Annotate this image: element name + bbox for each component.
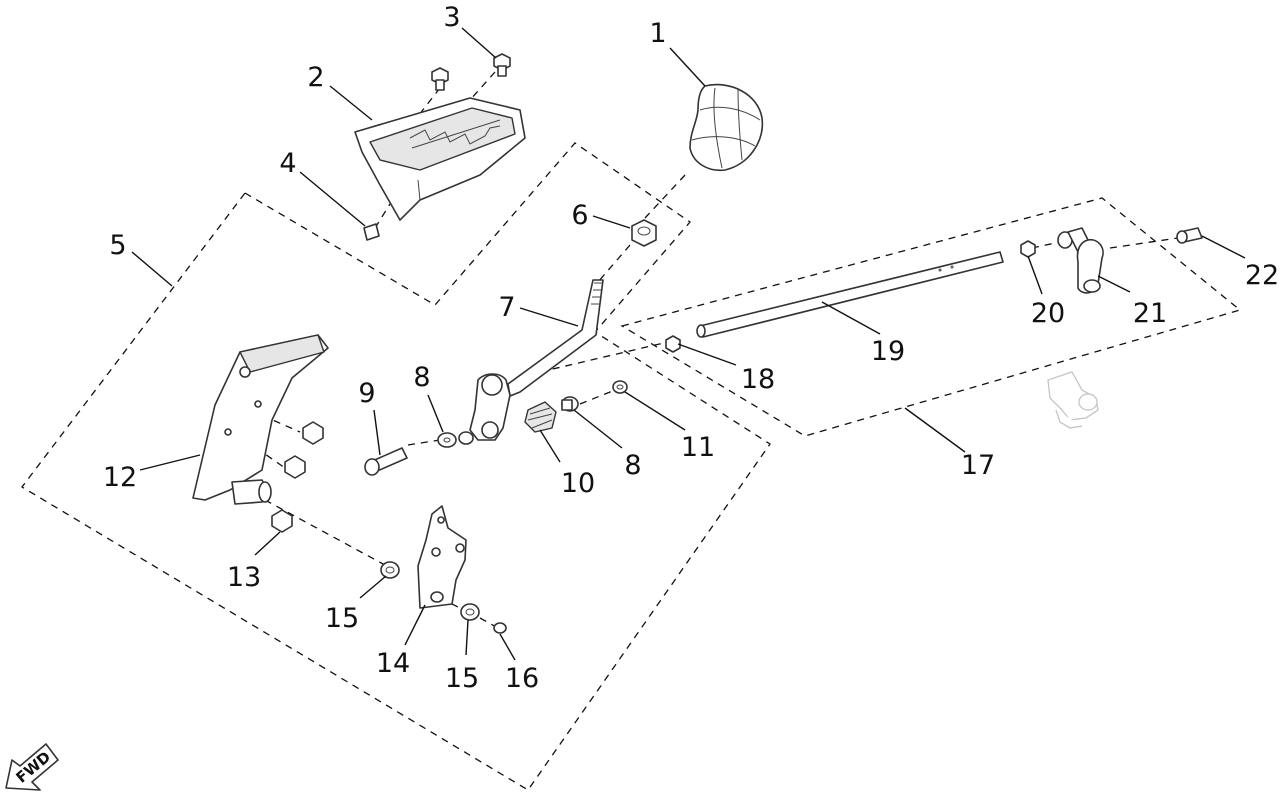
callout-1: 1: [649, 18, 666, 49]
leader-16: [499, 633, 516, 661]
leader-15a: [359, 575, 387, 599]
callout-18: 18: [741, 364, 775, 395]
callout-2: 2: [307, 62, 324, 93]
callout-15b: 15: [445, 663, 479, 694]
leader-12: [139, 454, 201, 471]
link-line-knob: [644, 174, 686, 219]
bushing-part-15b: [460, 603, 480, 621]
callout-9: 9: [358, 378, 375, 409]
leader-13: [254, 531, 281, 556]
link-line-bolt22: [1109, 237, 1179, 249]
leader-1: [669, 47, 706, 87]
leader-17: [904, 407, 966, 453]
leader-18: [677, 343, 737, 366]
callout-10: 10: [561, 468, 595, 499]
callout-4: 4: [279, 148, 296, 179]
callout-8b: 8: [624, 450, 641, 481]
leader-2: [329, 85, 373, 121]
shift-arm-part-21: [1057, 227, 1104, 294]
nut-part-20: [1020, 240, 1036, 258]
nut-part-18: [665, 335, 681, 353]
fwd-arrow-icon: FWD: [5, 743, 59, 791]
shift-knob-part: [689, 83, 764, 172]
bushing-part-8-right: [561, 396, 579, 412]
callout-13: 13: [227, 562, 261, 593]
bolt-part-12a: [302, 421, 324, 445]
leader-7: [519, 307, 579, 327]
callout-15a: 15: [325, 603, 359, 634]
pin-part-4: [363, 223, 380, 241]
link-line-bolts12: [249, 409, 301, 433]
washer-part-8-left: [437, 432, 457, 448]
leader-6: [592, 215, 631, 229]
leader-8a: [427, 394, 444, 433]
shift-lever-part: [469, 279, 604, 441]
mounting-bracket-part-12: [192, 334, 329, 505]
callout-14: 14: [376, 648, 410, 679]
callout-21: 21: [1133, 298, 1167, 329]
bolt-part-22: [1176, 227, 1203, 244]
callout-20: 20: [1031, 298, 1065, 329]
leader-15b: [465, 619, 469, 656]
bolt-part-12b: [284, 455, 306, 479]
leader-19: [821, 301, 881, 335]
bolt-part-3: [493, 53, 511, 77]
callout-7: 7: [498, 292, 515, 323]
leader-9: [373, 409, 381, 456]
callout-19: 19: [871, 336, 905, 367]
leader-11: [624, 391, 686, 431]
callout-5: 5: [109, 230, 126, 261]
plate-bracket-part-14: [417, 505, 467, 609]
leader-22: [1201, 235, 1246, 259]
shift-rod-part-19: [696, 251, 1004, 338]
callout-11: 11: [681, 432, 715, 463]
link-line-nut6: [597, 244, 631, 283]
link-line-bolts12b: [244, 439, 286, 469]
leader-8b: [573, 409, 623, 449]
bolt-part-13: [271, 509, 293, 533]
bushing-part-15a: [380, 561, 400, 579]
pin-part-9: [364, 447, 408, 476]
callout-16: 16: [505, 663, 539, 694]
washer-part-16: [493, 622, 507, 634]
leader-14: [404, 604, 426, 646]
assembly-17-boundary: [620, 197, 1242, 437]
leader-10: [539, 429, 561, 463]
washer-part-11: [612, 380, 628, 394]
callout-17: 17: [961, 450, 995, 481]
ghost-reference-part: [1047, 371, 1099, 429]
callout-22: 22: [1245, 260, 1279, 291]
damper-part-10: [524, 401, 557, 433]
link-line-axle: [264, 499, 386, 566]
shift-gate-cover-part: [354, 97, 526, 221]
link-line-rod: [539, 341, 669, 373]
leader-4: [299, 171, 366, 227]
link-line-nut20: [1031, 241, 1061, 249]
link-line-bolt2: [414, 87, 441, 121]
callout-8a: 8: [413, 362, 430, 393]
bolt-part-2: [431, 67, 449, 91]
link-line-pin9: [407, 439, 441, 446]
nut-part-6: [631, 219, 657, 247]
link-line-bolt3: [469, 71, 496, 101]
leader-21: [1097, 275, 1131, 293]
leader-20: [1027, 255, 1043, 295]
link-line-parts8-11: [579, 389, 616, 405]
bushing-part-8-left: [458, 431, 474, 445]
leader-3: [461, 27, 497, 59]
callout-3: 3: [443, 2, 460, 33]
callout-12: 12: [103, 462, 137, 493]
leader-5: [131, 251, 173, 287]
callout-6: 6: [571, 200, 588, 231]
